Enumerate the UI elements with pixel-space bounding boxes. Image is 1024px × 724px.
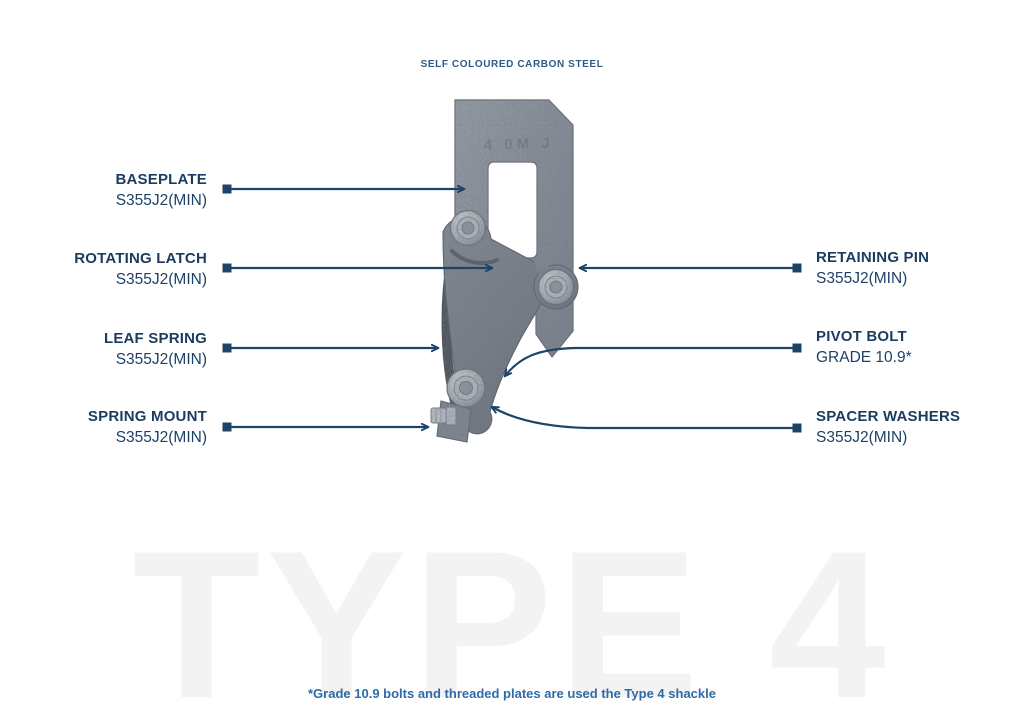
pivot-bolt-icon [446, 368, 486, 408]
label-rotating-latch: ROTATING LATCH S355J2(MIN) [74, 248, 207, 290]
label-retaining-pin: RETAINING PIN S355J2(MIN) [816, 247, 929, 289]
label-spec: S355J2(MIN) [816, 429, 908, 446]
mount-washer [445, 406, 457, 426]
leader-spacer-washers [492, 407, 795, 430]
label-leaf-spring: LEAF SPRING S355J2(MIN) [104, 328, 207, 370]
label-title: ROTATING LATCH [74, 250, 207, 267]
grade-footnote: *Grade 10.9 bolts and threaded plates ar… [308, 686, 716, 701]
label-spacer-washers: SPACER WASHERS S355J2(MIN) [816, 406, 960, 448]
label-spec: S355J2(MIN) [816, 270, 908, 287]
label-spec: S355J2(MIN) [115, 271, 207, 288]
label-title: LEAF SPRING [103, 330, 207, 347]
shackle-assembly: 4 0M J [430, 99, 579, 443]
label-spring-mount: SPRING MOUNT S355J2(MIN) [88, 406, 207, 448]
type-watermark: TYPE 4 [132, 507, 892, 724]
label-title: SPRING MOUNT [87, 408, 207, 425]
label-title: PIVOT BOLT [816, 328, 907, 345]
label-spec: S355J2(MIN) [115, 351, 207, 368]
label-spec: GRADE 10.9* [816, 349, 912, 366]
retaining-pin-icon [537, 268, 575, 306]
mount-bolt-icon [430, 407, 447, 424]
leader-squares [222, 184, 802, 433]
material-note: SELF COLOURED CARBON STEEL [420, 59, 604, 70]
spring-mount-shape [430, 400, 472, 443]
label-pivot-bolt: PIVOT BOLT GRADE 10.9* [816, 326, 912, 368]
label-title: SPACER WASHERS [816, 408, 961, 425]
latch-bolt-icon [449, 209, 487, 247]
label-baseplate: BASEPLATE S355J2(MIN) [115, 169, 207, 211]
label-spec: S355J2(MIN) [115, 429, 207, 446]
stamp-marking: 4 0M J [484, 135, 554, 154]
label-title: RETAINING PIN [816, 249, 930, 266]
leader-lines [230, 189, 795, 430]
label-title: BASEPLATE [115, 171, 207, 188]
label-spec: S355J2(MIN) [115, 192, 207, 209]
leader-pivot-bolt [505, 346, 795, 376]
